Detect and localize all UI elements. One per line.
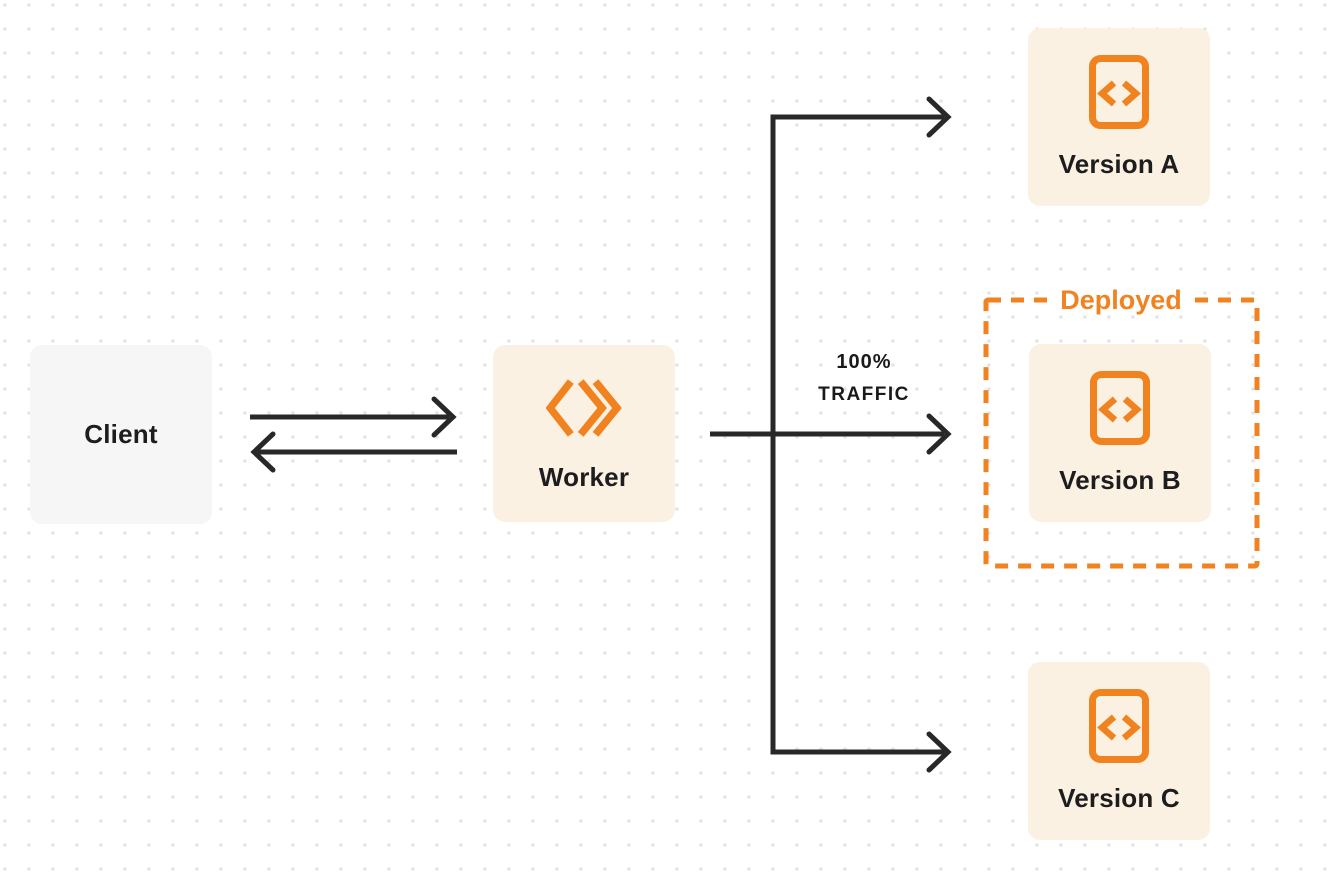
- branch-line: [770, 96, 952, 773]
- version-label: Version C: [1058, 783, 1180, 813]
- code-icon: [1089, 370, 1151, 451]
- traffic-percent-text: 100%: [836, 351, 892, 373]
- request-arrow: [250, 396, 457, 438]
- version-a-node: Version A: [1028, 28, 1210, 206]
- version-label: Version A: [1058, 149, 1180, 179]
- version-label: Version B: [1059, 465, 1181, 495]
- client-label: Client: [84, 419, 158, 449]
- worker-label: Worker: [538, 461, 630, 492]
- code-icon: [1088, 688, 1150, 769]
- traffic-word-text: TRAFFIC: [818, 384, 910, 405]
- code-icon: [1088, 54, 1150, 135]
- version-c-node: Version C: [1028, 662, 1210, 840]
- version-b-node: Version B: [1029, 344, 1211, 522]
- deployed-label: Deployed: [1048, 285, 1194, 315]
- response-arrow: [250, 431, 457, 473]
- worker-node: Worker: [493, 345, 675, 522]
- workers-logo-icon: [545, 375, 622, 446]
- client-node: Client: [30, 345, 212, 524]
- traffic-arrow: [710, 413, 952, 455]
- traffic-percentage-label: 100% TRAFFIC: [818, 352, 910, 404]
